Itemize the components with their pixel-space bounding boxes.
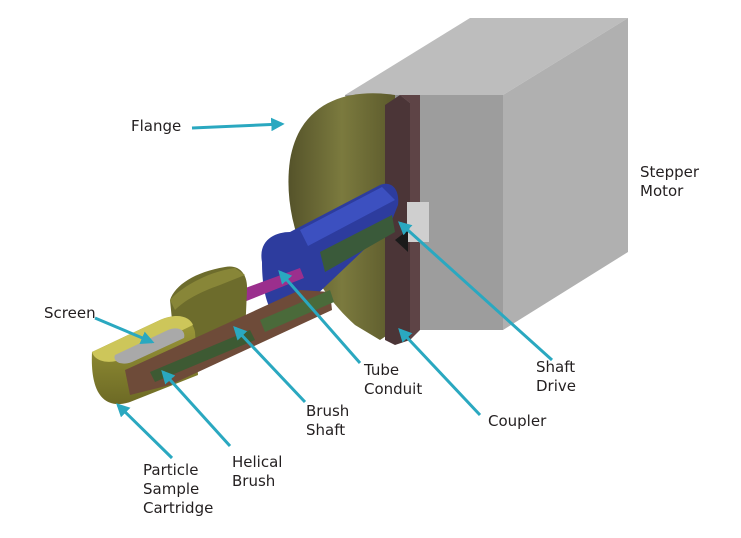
label-flange: Flange — [131, 117, 182, 135]
label-brush-shaft: Brush Shaft — [306, 402, 350, 439]
screen — [114, 328, 185, 364]
motor-right-face — [503, 18, 628, 330]
motor-top-face — [345, 18, 628, 95]
screen-arrow — [94, 316, 155, 345]
tube-conduit-arrow — [278, 269, 362, 364]
tube-conduit — [261, 183, 399, 321]
label-particle-sample-cartridge: Particle Sample Cartridge — [143, 461, 214, 517]
label-tube-conduit: Tube Conduit — [364, 361, 423, 398]
label-shaft-drive: Shaft Drive — [536, 358, 576, 395]
coupler-arrow — [398, 328, 482, 417]
brush-shaft-arrow — [233, 326, 307, 404]
helical-brush-arrow — [161, 369, 232, 448]
coupler-front — [385, 95, 410, 345]
label-helical-brush: Helical Brush — [232, 453, 283, 490]
callout-arrows — [94, 117, 554, 460]
helical-brush — [125, 290, 334, 395]
cartridge-arrow — [116, 403, 174, 460]
motor-front-face — [420, 95, 503, 330]
flange-arrow — [191, 117, 285, 132]
label-coupler: Coupler — [488, 412, 547, 430]
label-stepper-motor: Stepper Motor — [640, 163, 700, 200]
shaft-drive-arrow — [397, 221, 554, 362]
label-screen: Screen — [44, 304, 96, 322]
